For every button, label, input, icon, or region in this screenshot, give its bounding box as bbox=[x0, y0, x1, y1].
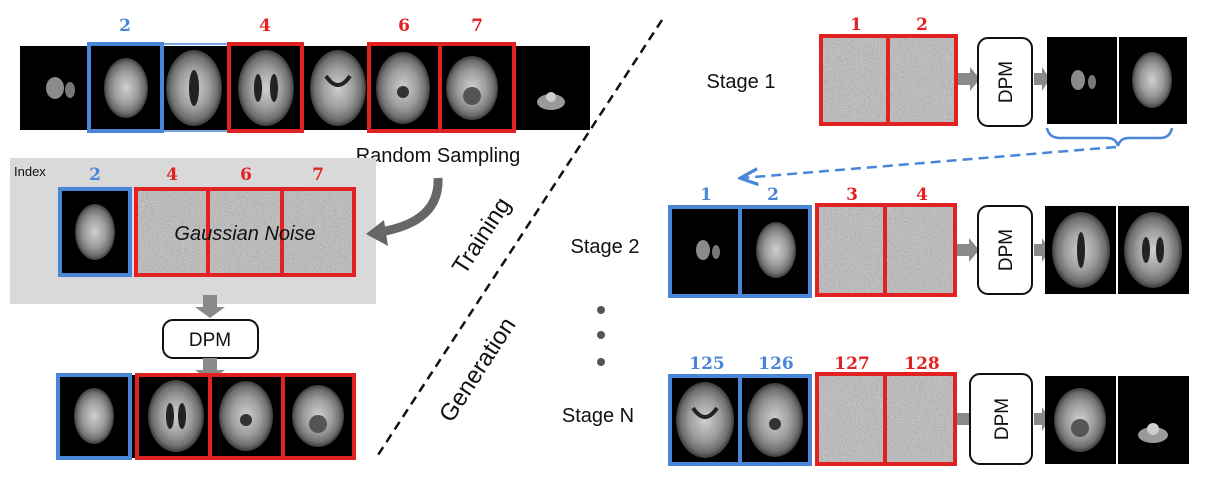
strip-slice-1 bbox=[46, 77, 75, 99]
stage-label: Stage 2 bbox=[571, 236, 640, 258]
strip-slice-4 bbox=[238, 50, 294, 126]
stage-index: 1 bbox=[850, 15, 862, 35]
stage-dpm-label: DPM bbox=[996, 61, 1017, 103]
sample-index: 6 bbox=[240, 165, 252, 185]
gaussian-noise-block: Gaussian Noise bbox=[134, 187, 356, 277]
stage-label: Stage 1 bbox=[707, 71, 776, 93]
strip-slice-7 bbox=[446, 56, 498, 120]
stage-label: Stage N bbox=[562, 405, 634, 427]
ellipsis-dot bbox=[597, 358, 605, 366]
stage-index: 2 bbox=[916, 15, 928, 35]
sampling-arrow bbox=[379, 177, 443, 237]
index-label: Index bbox=[14, 164, 46, 179]
strip-slice-8 bbox=[537, 92, 565, 110]
strip-index: 6 bbox=[398, 16, 410, 36]
stage-index: 3 bbox=[846, 185, 858, 205]
slice-strip: 2 4 6 7 bbox=[20, 16, 590, 133]
strip-slice-5 bbox=[310, 50, 366, 126]
feedback-arrow bbox=[742, 145, 1117, 178]
gaussian-noise-label: Gaussian Noise bbox=[174, 223, 315, 245]
strip-slice-2 bbox=[104, 58, 148, 118]
sample-index: 2 bbox=[89, 165, 101, 185]
random-sampling-label: Random Sampling bbox=[356, 145, 521, 167]
stage-index: 2 bbox=[767, 185, 779, 205]
strip-slice-6 bbox=[376, 52, 430, 124]
sample-index: 7 bbox=[312, 165, 324, 185]
down-arrow bbox=[195, 295, 225, 318]
generation-label: Generation bbox=[434, 313, 521, 427]
stage-index: 127 bbox=[834, 354, 870, 374]
stage-dpm-label: DPM bbox=[992, 398, 1013, 440]
strip-index: 4 bbox=[259, 16, 271, 36]
stage-dpm-box bbox=[969, 373, 1033, 465]
stage-index: 4 bbox=[916, 185, 928, 205]
stage-index: 126 bbox=[758, 354, 794, 374]
stage-dpm-box bbox=[977, 205, 1033, 295]
strip-index: 2 bbox=[119, 16, 131, 36]
stage-2: Stage 2 1 2 3 4 DPM bbox=[571, 185, 1189, 298]
stage-dpm-box bbox=[977, 37, 1033, 127]
ellipsis-dot bbox=[597, 306, 605, 314]
strip-slice-3 bbox=[166, 50, 222, 126]
ellipsis-dot bbox=[597, 331, 605, 339]
divider-line bbox=[376, 19, 664, 456]
stage-n: Stage N 125 126 127 128 DPM bbox=[562, 354, 1189, 466]
selection-brace bbox=[1045, 127, 1174, 147]
stage-index: 125 bbox=[689, 354, 725, 374]
training-dpm-label: DPM bbox=[189, 330, 231, 351]
strip-index: 7 bbox=[471, 16, 483, 36]
strip-frame-red-4 bbox=[227, 42, 304, 133]
stage-1: Stage 1 1 2 DPM bbox=[707, 15, 1187, 127]
training-output bbox=[56, 373, 356, 460]
training-label: Training bbox=[447, 193, 516, 280]
stage-index: 1 bbox=[700, 185, 712, 205]
stage-index: 128 bbox=[904, 354, 940, 374]
sample-index: 4 bbox=[166, 165, 178, 185]
stage-dpm-label: DPM bbox=[996, 229, 1017, 271]
sample-known-slice bbox=[58, 187, 132, 277]
